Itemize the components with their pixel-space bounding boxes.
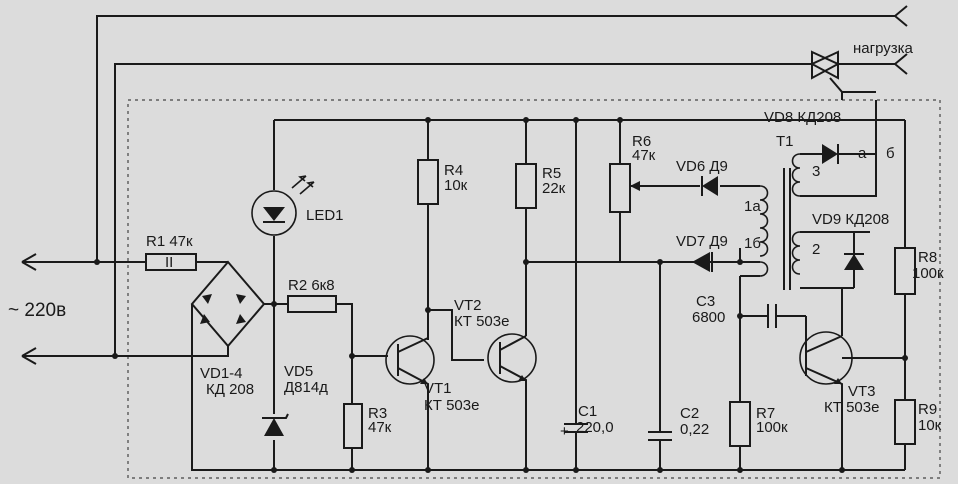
- vd14-name: VD1-4: [200, 365, 243, 382]
- terminal-top: [894, 5, 908, 27]
- r4-resistor: [417, 159, 439, 205]
- mains-label: ~ 220в: [8, 300, 66, 321]
- device-enclosure: [127, 99, 941, 479]
- c1-name: C1: [578, 403, 597, 420]
- vt3-name: VT3: [848, 383, 876, 400]
- vd5-name: VD5: [284, 363, 313, 380]
- r9-value: 10к: [918, 417, 942, 434]
- vt3-value: КТ 503е: [824, 399, 879, 416]
- vt2-name: VT2: [454, 297, 482, 314]
- load-label: нагрузка: [853, 40, 914, 57]
- tap-b-label: б: [886, 145, 895, 162]
- winding-3-label: 3: [812, 163, 820, 180]
- r7-resistor: [729, 401, 751, 447]
- led1-light-arrows: [291, 175, 315, 195]
- winding-1a: [759, 185, 769, 257]
- c2-value: 0,22: [680, 421, 709, 438]
- winding-2: [791, 231, 801, 275]
- vd9-label: VD9 КД208: [812, 211, 889, 228]
- ground-rail: [191, 304, 905, 471]
- mains-wire-top: [96, 15, 895, 262]
- r6-potentiometer: [609, 163, 631, 213]
- triac: [809, 50, 908, 100]
- r1-marker: II: [165, 254, 173, 271]
- r3-name: R3: [368, 405, 387, 422]
- mains-arrow-1: [21, 253, 37, 271]
- vd8-label: VD8 КД208: [764, 109, 841, 126]
- vd14-value: КД 208: [206, 381, 254, 398]
- vd5-value: Д814д: [284, 379, 328, 396]
- vt1-name: VT1: [424, 380, 452, 397]
- r2-to-vt1: [336, 303, 353, 404]
- vt1-to-vt2: [428, 309, 484, 361]
- c3-name: C3: [696, 293, 715, 310]
- r6-name: R6: [632, 133, 651, 150]
- t1-label: T1: [776, 133, 794, 150]
- vd5-zener: [264, 418, 284, 436]
- r8-value: 100к: [912, 265, 944, 282]
- vt2-transistor: [487, 333, 537, 383]
- r5-resistor: [515, 163, 537, 209]
- c2-capacitor: [648, 262, 672, 470]
- vd8-diode: [822, 144, 838, 164]
- c1-capacitor: [564, 120, 588, 470]
- r4-value: 10к: [444, 177, 468, 194]
- vd9-diode: [844, 254, 864, 270]
- winding-2-label: 2: [812, 241, 820, 258]
- vd6-label: VD6 Д9: [676, 158, 728, 175]
- c1-value: 220,0: [576, 419, 614, 436]
- r2-label: R2 6к8: [288, 277, 335, 294]
- vt1-value: КТ 503е: [424, 397, 479, 414]
- mains-wire-triac: [114, 63, 812, 356]
- led1-diode: [263, 207, 285, 221]
- tap-a-label: а: [858, 145, 867, 162]
- winding-1a-label: 1а: [744, 198, 761, 215]
- mains-arrow-2: [21, 347, 37, 365]
- r5-value: 22к: [542, 180, 566, 197]
- c1-polarity: +: [560, 423, 569, 440]
- r7-name: R7: [756, 405, 775, 422]
- r9-name: R9: [918, 401, 937, 418]
- winding-1b: [759, 261, 769, 277]
- r6-value: 47к: [632, 147, 656, 164]
- winding-3: [791, 153, 801, 197]
- vd6-diode: [702, 176, 718, 196]
- winding-1b-label: 1б: [744, 235, 761, 252]
- r5-name: R5: [542, 165, 561, 182]
- r4-name: R4: [444, 162, 463, 179]
- vd7-diode: [692, 252, 710, 272]
- led1-label: LED1: [306, 207, 344, 224]
- diode-bridge: [190, 260, 266, 357]
- led1-body: [251, 190, 297, 236]
- r7-value: 100к: [756, 419, 788, 436]
- vt1-transistor: [385, 335, 435, 385]
- r8-name: R8: [918, 249, 937, 266]
- vt2-value: КТ 503е: [454, 313, 509, 330]
- r1-resistor: [145, 253, 197, 271]
- r1-label: R1 47к: [146, 233, 193, 250]
- vd7-label: VD7 Д9: [676, 233, 728, 250]
- r2-resistor: [287, 295, 337, 313]
- transformer-core: [783, 168, 791, 290]
- c2-name: C2: [680, 405, 699, 422]
- r3-value: 47к: [368, 419, 392, 436]
- r9-resistor: [894, 399, 916, 445]
- r3-resistor: [343, 403, 363, 449]
- c3-value: 6800: [692, 309, 725, 326]
